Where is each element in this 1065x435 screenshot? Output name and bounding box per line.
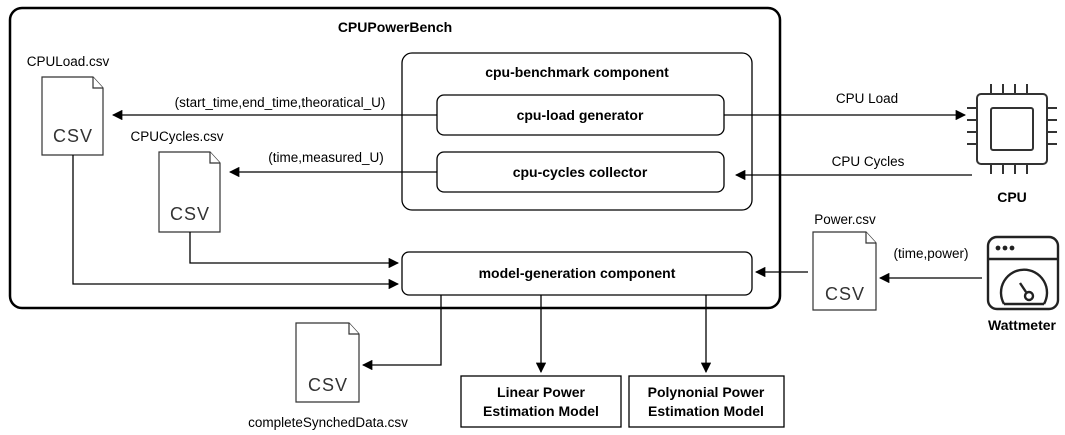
linear-model-label-2: Estimation Model <box>483 403 599 419</box>
svg-text:CSV: CSV <box>53 126 93 146</box>
cpu-benchmark-component-title: cpu-benchmark component <box>485 64 669 80</box>
linear-model-label-1: Linear Power <box>497 384 585 400</box>
polynomial-model-label-1: Polynonial Power <box>648 384 765 400</box>
cpu-load-generator-label: cpu-load generator <box>517 107 644 123</box>
svg-text:CSV: CSV <box>825 284 865 304</box>
edge-cpuload-file-to-model-generation <box>72 155 400 290</box>
polynomial-model-label-2: Estimation Model <box>648 403 764 419</box>
svg-text:CSV: CSV <box>308 375 348 395</box>
linear-model-box <box>460 375 622 428</box>
edge-label-cpu-load: CPU Load <box>836 91 898 106</box>
model-generation-component-label: model-generation component <box>479 265 676 281</box>
polynomial-model-box <box>628 375 785 428</box>
cpu-chip-icon <box>967 84 1057 174</box>
cpuload-csv-filename: CPULoad.csv <box>27 54 110 69</box>
edge-label-cycles-to-file: (time,measured_U) <box>268 150 384 165</box>
edge-label-cpu-cycles: CPU Cycles <box>832 154 905 169</box>
synched-csv-file-icon: CSV <box>295 322 360 403</box>
power-csv-file-icon: CSV <box>812 231 877 311</box>
model-generation-component-box <box>401 251 753 296</box>
cpucycles-csv-file-icon: CSV <box>158 151 221 233</box>
edge-cpucycles-file-to-model-generation <box>189 232 400 269</box>
power-csv-filename: Power.csv <box>814 212 876 227</box>
cpu-benchmark-component <box>401 52 753 211</box>
synched-csv-filename: completeSynchedData.csv <box>248 415 408 430</box>
edge-label-load-to-file: (start_time,end_time,theoratical_U) <box>175 95 386 110</box>
edge-model-generation-to-synched-file <box>361 295 442 371</box>
edge-label-wattmeter-to-power: (time,power) <box>893 246 968 261</box>
cpupowerbench-container <box>8 6 782 310</box>
wattmeter-icon <box>986 235 1060 311</box>
cpupowerbench-title: CPUPowerBench <box>338 19 452 35</box>
cpu-cycles-collector-label: cpu-cycles collector <box>513 164 648 180</box>
cpucycles-csv-filename: CPUCycles.csv <box>130 129 223 144</box>
wattmeter-label: Wattmeter <box>988 317 1056 333</box>
cpuload-csv-file-icon: CSV <box>41 76 104 156</box>
cpu-label: CPU <box>997 189 1027 205</box>
svg-text:CSV: CSV <box>170 204 210 224</box>
